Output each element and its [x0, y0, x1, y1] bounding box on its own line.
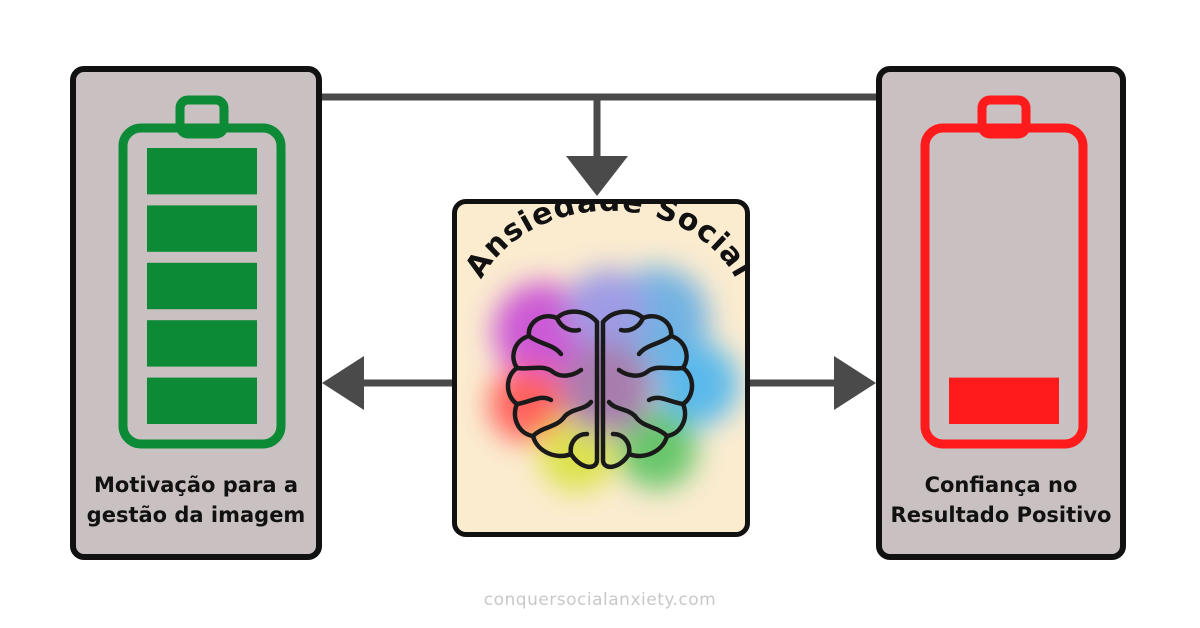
left-arrow-head — [322, 356, 364, 410]
motivation-panel: Motivação para a gestão da imagem — [70, 66, 322, 560]
right-arrow-head — [834, 356, 876, 410]
battery-full-body — [118, 123, 286, 449]
down-arrow-head — [566, 156, 628, 196]
battery-full-segment — [147, 205, 257, 252]
motivation-label-line-2: gestão da imagem — [86, 503, 306, 527]
motivation-label: Motivação para a gestão da imagem — [76, 470, 316, 530]
battery-full-segment — [147, 148, 257, 195]
watercolor-background — [489, 267, 739, 492]
confidence-label-line-1: Confiança no — [924, 473, 1078, 497]
battery-full-icon — [118, 95, 286, 449]
battery-low-body — [920, 123, 1088, 449]
battery-low-segment — [949, 377, 1059, 424]
battery-full-terminal — [175, 95, 229, 139]
battery-low-icon — [920, 95, 1088, 449]
confidence-label-line-2: Resultado Positivo — [890, 503, 1112, 527]
social-anxiety-illustration: Ansiedade Social — [458, 204, 745, 492]
motivation-label-line-1: Motivação para a — [94, 473, 298, 497]
brain-icon — [505, 309, 695, 469]
footer-url: conquersocialanxiety.com — [483, 590, 717, 610]
battery-full-segment — [147, 262, 257, 310]
social-anxiety-panel: Ansiedade Social — [452, 199, 750, 537]
battery-low-terminal — [977, 95, 1031, 139]
battery-full-segment — [147, 377, 257, 424]
confidence-label: Confiança no Resultado Positivo — [882, 470, 1120, 530]
confidence-panel: Confiança no Resultado Positivo — [876, 66, 1126, 560]
battery-full-segment — [147, 320, 257, 367]
